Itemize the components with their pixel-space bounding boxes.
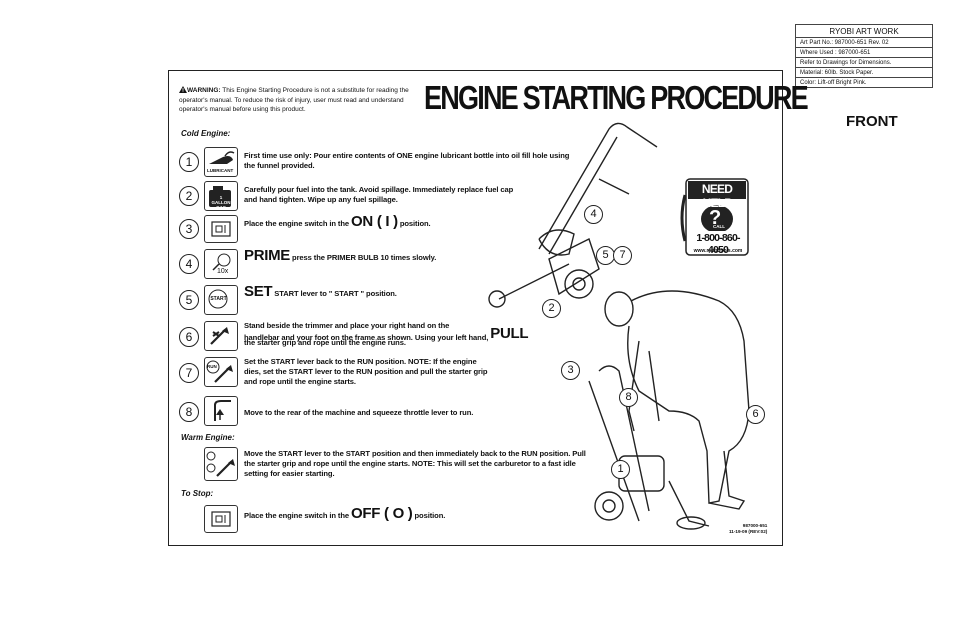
step-text-pre: Place the engine switch in the [244,511,352,520]
callout-number: 7 [613,246,632,265]
throttle-icon [204,396,238,426]
switch-off-icon [204,505,238,533]
section-stop: To Stop: [181,489,214,498]
need-help-title: NEED HELP [701,182,733,210]
step-number: 1 [179,152,199,172]
step-number: 8 [179,402,199,422]
icon-caption: RUN [207,364,217,369]
callout-number: 1 [611,460,630,479]
help-phone: 1-800-860-4050 [696,232,740,256]
art-work-box: RYOBI ART WORK Art Part No.: 987000-651 … [795,24,933,88]
step-text: Place the engine switch in the OFF ( O )… [244,506,446,521]
step-emphasis: SET [244,283,273,300]
primer-bulb-icon: 10x [204,249,238,279]
step-emphasis: ON ( I ) [351,213,398,230]
step-text: Stand beside the trimmer and place your … [244,321,544,348]
step-text-post: position. [412,511,446,520]
step-number: 3 [179,219,199,239]
icon-caption: LUBRICANT [207,168,234,173]
warning-text: WARNING: This Engine Starting Procedure … [179,86,411,115]
callout-number: 2 [542,299,561,318]
step-text: Move to the rear of the machine and sque… [244,408,474,417]
step-text: Set the START lever back to the RUN posi… [244,357,488,386]
step-text: Place the engine switch in the ON ( I ) … [244,214,431,229]
switch-on-icon [204,215,238,243]
icon-caption: 1 GALLON GAS [211,195,231,210]
run-lever-icon: RUN [204,357,238,387]
step-text: PRIME press the PRIMER BULB 10 times slo… [244,248,437,263]
callout-number: 4 [584,205,603,224]
warm-start-icon [204,447,238,481]
warning-body: This Engine Starting Procedure is not a … [179,87,409,113]
engine-label: WARNING: This Engine Starting Procedure … [168,70,809,546]
warning-prefix: WARNING: [187,87,221,94]
step-text: SET START lever to " START " position. [244,284,397,299]
step-number: 4 [179,254,199,274]
section-cold: Cold Engine: [181,129,231,138]
step-emphasis: OFF ( O ) [351,505,413,522]
fuel-can-icon: 1 GALLON GAS [204,181,238,211]
warning-icon [179,86,187,93]
art-row: Where Used : 987000-651 [796,48,932,58]
callout-number: 6 [746,405,765,424]
art-row: Material: 60lb. Stock Paper. [796,68,932,78]
need-help-badge: NEED HELP ? CALL 1-800-860-4050 www.ryob… [679,175,751,261]
art-row: Refer to Drawings for Dimensions. [796,58,932,68]
step-number: 7 [179,363,199,383]
callout-number: 8 [619,388,638,407]
trimmer-illustration [488,122,658,308]
step-text: First time use only: Pour entire content… [244,151,570,170]
part-number: 987000-651 [742,523,768,528]
pull-cord-icon [204,321,238,351]
art-row: Color: Lift-off Bright Pink. [800,80,867,86]
art-row: Art Part No.: 987000-651 Rev. 02 [796,38,932,48]
page-title: ENGINE STARTING PROCEDURE [424,79,809,116]
front-label: FRONT [846,113,898,130]
step-emphasis: PRIME [244,247,291,264]
step-number: 6 [179,327,199,347]
icon-caption: START [210,296,227,302]
section-warm: Warm Engine: [181,433,235,442]
callout-number: 3 [561,361,580,380]
help-url: www.ryobitools.com [693,248,743,254]
step-text-line: the starter grip and rope until the engi… [244,338,406,347]
step-text-pre: Place the engine switch in the [244,219,352,228]
warm-text: Move the START lever to the START positi… [244,449,586,478]
step-text-post: press the PRIMER BULB 10 times slowly. [290,253,437,262]
step-text-line: handlebar and your foot on the frame as … [244,333,489,342]
step-number: 5 [179,290,199,310]
part-revision: 11-19-09 (REV:02) [729,528,768,534]
step-text-post: position. [397,219,431,228]
step-text: Carefully pour fuel into the tank. Avoid… [244,185,514,204]
step-emphasis: PULL [490,325,529,342]
start-lever-icon: START [204,285,238,315]
lubricant-icon: LUBRICANT [204,147,238,177]
art-work-header: RYOBI ART WORK [796,25,932,38]
question-icon: ? [709,207,722,229]
part-code: 987000-651 11-19-09 (REV:02) [729,523,767,534]
call-label: CALL [713,224,725,229]
step-text-post: START lever to " START " position. [272,289,397,298]
step-text-line: Stand beside the trimmer and place your … [244,321,450,330]
operator-illustration [588,290,750,530]
step-number: 2 [179,186,199,206]
icon-caption: 10x [217,268,229,275]
